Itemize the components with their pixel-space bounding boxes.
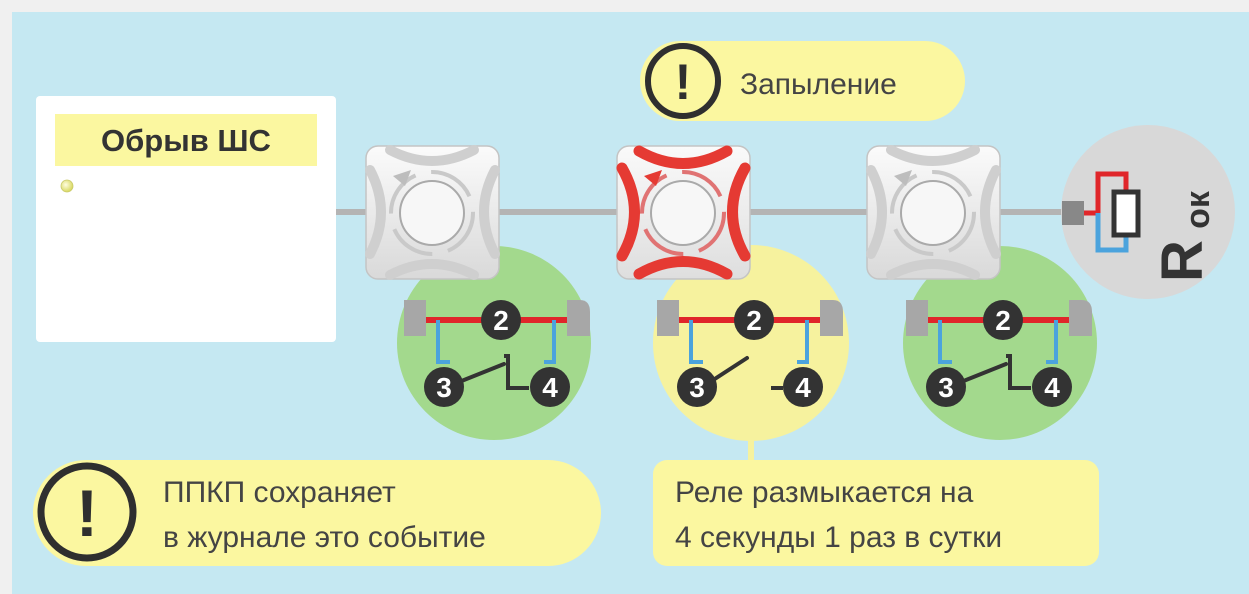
svg-text:4: 4 [795,372,811,403]
log-callout-line1: ППКП сохраняет [163,476,396,509]
svg-text:2: 2 [995,305,1011,336]
svg-text:4: 4 [1044,372,1060,403]
relay-contacts-2: 2 3 4 [657,300,843,407]
contact-badge-4: 4 [530,367,570,407]
control-panel: Обрыв ШС [36,96,336,342]
warning-icon: ! [37,462,137,562]
panel-title-badge [55,114,317,166]
contact-badge-4: 4 [783,367,823,407]
contact-badge-2: 2 [481,300,521,340]
detector-arrow-icon [894,170,912,186]
relay-contacts-1: 2 3 4 [404,300,590,407]
log-callout-line2: в журнале это событие [163,521,486,554]
indicator-led [60,179,74,193]
svg-text:!: ! [76,476,98,550]
relay-callout-line1: Реле размыкается на [675,476,974,509]
contact-badge-3: 3 [424,367,464,407]
detector-1 [365,145,500,280]
detector-3 [866,145,1001,280]
contact-badge-2: 2 [983,300,1023,340]
contact-badge-4: 4 [1032,367,1072,407]
resistor-label: R [1150,240,1215,282]
svg-text:4: 4 [542,372,558,403]
resistor-icon [1084,171,1141,253]
warning-icon: ! [645,43,721,119]
detector-2 [616,145,751,280]
dust-label: Запыление [740,68,897,101]
panel-title: Обрыв ШС [101,123,271,158]
svg-text:3: 3 [436,372,452,403]
svg-text:3: 3 [689,372,705,403]
svg-text:!: ! [675,54,692,110]
end-of-line-resistor: R ок [1061,125,1235,299]
resistor-terminal [1062,201,1084,225]
log-callout: ! ППКП сохраняет в журнале это событие [33,460,601,566]
detector-arrow-icon [393,170,411,186]
relay-callout: Реле размыкается на 4 секунды 1 раз в су… [653,460,1099,566]
svg-text:3: 3 [938,372,954,403]
contact-badge-2: 2 [734,300,774,340]
contact-badge-3: 3 [926,367,966,407]
resistor-label-sub: ок [1179,190,1217,229]
relay-callout-line2: 4 секунды 1 раз в сутки [675,521,1002,554]
dust-callout: ! Запыление [640,41,965,121]
svg-text:2: 2 [493,305,509,336]
relay-contacts-3: 2 3 4 [906,300,1092,407]
contact-badge-3: 3 [677,367,717,407]
detector-arrow-icon [644,170,662,186]
svg-text:2: 2 [746,305,762,336]
